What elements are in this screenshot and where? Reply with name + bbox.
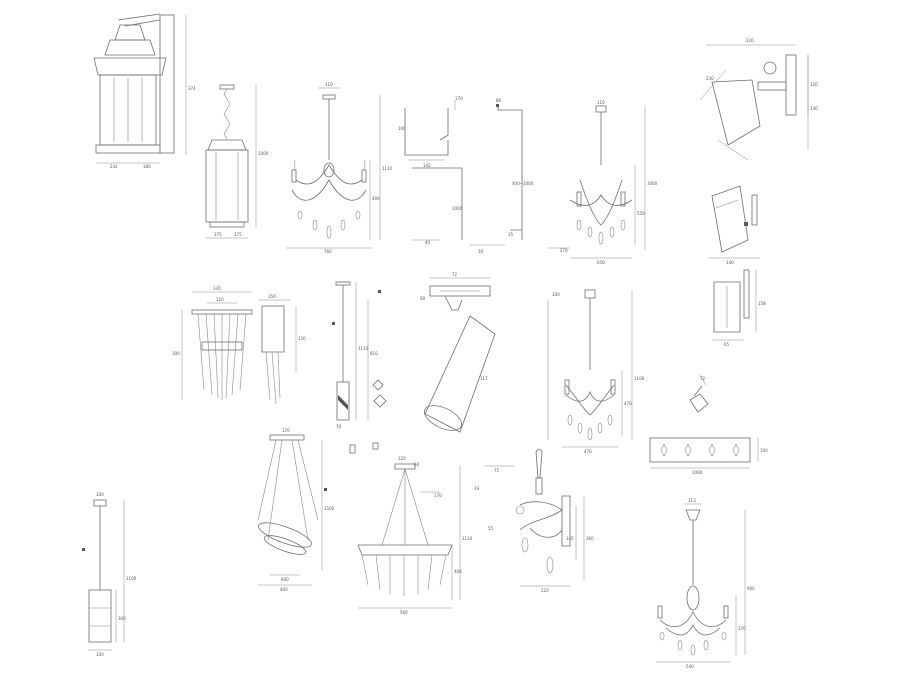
crystal-wall-sconce-drawing: 330 120 300 xyxy=(172,286,253,400)
dim-profile-b: 142 xyxy=(423,163,431,168)
dim-chandelier-b-height: 1000 xyxy=(647,181,658,186)
dim-cyl-width: 100 xyxy=(96,652,104,657)
dim-pendant-lantern-w1: 175 xyxy=(214,232,222,237)
dim-chandelier-c-height: 1100 xyxy=(634,376,645,381)
dim-ring-w2: 400 xyxy=(280,587,288,592)
spot-b-drawing: 140 xyxy=(708,185,760,265)
dim-spot-c-width: 65 xyxy=(724,342,730,347)
dim-track-top: 80 xyxy=(496,98,502,103)
dim-profile-c: 1000 xyxy=(452,206,463,211)
mini-tilt-spot-drawing: 72 xyxy=(689,374,709,413)
dim-chandelier-b-left: 270 xyxy=(560,248,568,253)
dim-fringe-small: 170 xyxy=(434,493,442,498)
dim-stick-pendant-mid: 810 xyxy=(370,351,378,356)
crystal-side-view-drawing: 150 150 xyxy=(258,294,306,405)
candle-wall-sconce-drawing: 360 145 220 75 19 55 xyxy=(474,448,594,593)
dim-spot-b-width: 140 xyxy=(726,260,734,265)
dim-profile-top: 170 xyxy=(455,96,463,101)
dim-chandelier-b-width: 650 xyxy=(597,260,605,265)
dim-fringe-side: 60 xyxy=(414,462,420,467)
dim-candle-wall-mid: 145 xyxy=(566,536,574,541)
dim-mini-a: 72 xyxy=(700,376,706,381)
dim-track-height: 400~1000 xyxy=(512,181,534,186)
dim-lantern-height: 374 xyxy=(188,86,196,91)
tilted-track-spot-drawing: 69 117 72 xyxy=(420,272,496,433)
dim-fringe-mid: 400 xyxy=(454,569,462,574)
dim-spot-c-height: 158 xyxy=(758,301,766,306)
dim-profile-d: 40 xyxy=(425,240,431,245)
dim-fringe-width: 560 xyxy=(400,610,408,615)
chandelier-d-drawing: 113 900 370 540 xyxy=(656,498,755,669)
dim-chandelier-a-height: 1110 xyxy=(382,166,393,171)
rail-profile-drawing: 170 100 142 1000 40 30 xyxy=(398,96,505,254)
dim-profile-a: 100 xyxy=(398,126,406,131)
dim-stick-pendant-height: 1110 xyxy=(358,346,369,351)
dim-crystal-wall-inner: 120 xyxy=(216,297,224,302)
dim-cyl-mid: 300 xyxy=(118,616,126,621)
stick-pendant-drawing: 1110 810 70 xyxy=(332,281,387,429)
chandelier-b-drawing: 110 1000 550 270 650 xyxy=(548,100,658,265)
dim-chandelier-d-height: 900 xyxy=(747,586,755,591)
pendant-lantern-drawing: 1000 175 175 xyxy=(205,84,269,239)
dim-candle-wall-a: 19 xyxy=(474,486,480,491)
bar-light-drawing: 1000 100 xyxy=(649,437,768,475)
wall-lantern-drawing: 374 242 180 xyxy=(93,13,196,169)
dim-spot-a-height: 140 xyxy=(810,106,818,111)
dim-chandelier-a-mid: 490 xyxy=(372,196,380,201)
dim-ring-top: 370 xyxy=(282,428,290,433)
spot-a-drawing: 220 120 230 140 xyxy=(699,38,818,161)
spot-c-drawing: 65 158 xyxy=(712,269,766,347)
ring-pendant-drawing: 370 1500 600 400 xyxy=(257,428,379,592)
dim-lantern-bottom-b: 180 xyxy=(143,164,151,169)
dim-fringe-top: 120 xyxy=(398,456,406,461)
dim-pendant-lantern-w2: 175 xyxy=(234,232,242,237)
fringe-chandelier-drawing: 120 1110 400 560 60 170 xyxy=(357,456,473,615)
dim-chandelier-c-mid: 470 xyxy=(624,401,632,406)
dim-tilt-spot-top: 69 xyxy=(420,296,426,301)
chandelier-c-drawing: 100 1100 470 470 xyxy=(547,289,645,454)
dim-chandelier-c-top: 100 xyxy=(552,292,560,297)
dim-chandelier-a-top: 110 xyxy=(325,82,333,87)
dim-crystal-side-width: 150 xyxy=(268,294,276,299)
track-suspension-drawing: 80 400~1000 35 xyxy=(496,98,534,240)
dim-candle-wall-b: 55 xyxy=(488,526,494,531)
dim-candle-wall-top: 75 xyxy=(494,468,500,473)
dim-crystal-side-height: 150 xyxy=(298,336,306,341)
dim-tilt-spot-height: 117 xyxy=(480,376,488,381)
dim-chandelier-a-width: 760 xyxy=(324,249,332,254)
dim-chandelier-b-mid: 550 xyxy=(637,211,645,216)
dim-chandelier-c-width: 470 xyxy=(584,449,592,454)
dim-profile-e: 30 xyxy=(478,249,484,254)
dim-lantern-bottom-a: 242 xyxy=(110,164,118,169)
dim-crystal-wall-height: 300 xyxy=(172,351,180,356)
dim-fringe-height: 1110 xyxy=(462,536,473,541)
chandelier-a-drawing: 110 1110 490 760 xyxy=(286,82,393,254)
dim-bar-width: 1000 xyxy=(692,470,703,475)
dim-ring-height: 1500 xyxy=(324,506,335,511)
dim-cyl-height: 1100 xyxy=(126,576,137,581)
dim-pendant-lantern-height: 1000 xyxy=(258,151,269,156)
dim-cyl-top: 100 xyxy=(96,492,104,497)
dim-spot-a-diag: 230 xyxy=(706,76,714,81)
dim-spot-a-side: 120 xyxy=(810,82,818,87)
dim-bar-height: 100 xyxy=(760,448,768,453)
dim-tilt-spot-diag: 72 xyxy=(452,272,458,277)
cylinder-pendant-drawing: 100 1100 300 100 xyxy=(82,492,137,657)
dim-chandelier-d-top: 113 xyxy=(688,498,696,503)
dim-chandelier-d-width: 540 xyxy=(686,664,694,669)
dim-chandelier-d-mid: 370 xyxy=(738,626,746,631)
dim-crystal-wall-width: 330 xyxy=(213,286,221,291)
dim-track-bottom: 35 xyxy=(508,232,514,237)
dim-candle-wall-width: 220 xyxy=(541,588,549,593)
dim-candle-wall-height: 360 xyxy=(586,536,594,541)
dim-stick-pendant-bottom: 70 xyxy=(336,424,342,429)
dim-spot-a-width: 220 xyxy=(746,38,754,43)
dim-ring-w1: 600 xyxy=(281,577,289,582)
dim-chandelier-b-top: 110 xyxy=(597,100,605,105)
